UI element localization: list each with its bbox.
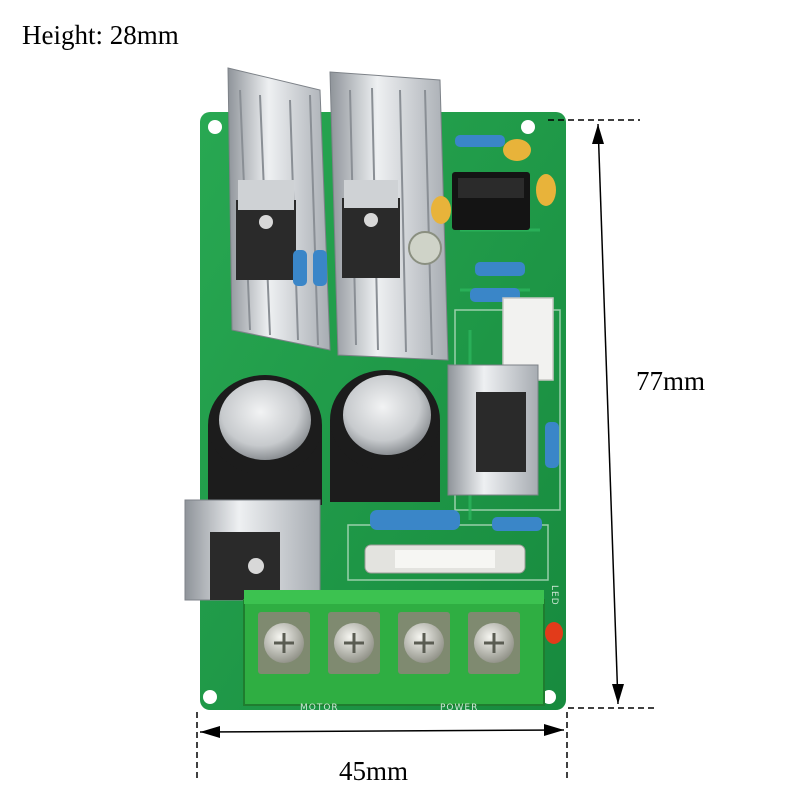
heatsink-bottom-left [184, 499, 321, 601]
mosfet [236, 200, 296, 280]
potentiometer [408, 231, 442, 265]
length-dimension-line [548, 119, 655, 709]
heatsink-small-right [447, 364, 539, 496]
power-marking: POWER [440, 703, 478, 713]
led-indicator [545, 622, 563, 644]
terminal-block [243, 590, 545, 706]
electrolytic-capacitor-left [208, 375, 322, 505]
width-dimension-line [196, 712, 568, 780]
width-dimension-label: 45mm [339, 756, 409, 786]
motor-marking: MOTOR [300, 703, 339, 713]
mosfet [342, 198, 400, 278]
heatsink-right [329, 71, 449, 361]
ic-chip [452, 172, 530, 230]
mount-hole [521, 120, 535, 134]
ceramic-capacitor [503, 139, 531, 161]
ceramic-capacitor [431, 196, 451, 224]
resistors [293, 135, 559, 531]
height-dimension-label: Height: 28mm [22, 20, 179, 50]
electrolytic-capacitor-right [330, 370, 440, 502]
mount-hole [208, 120, 222, 134]
fuse-holder [364, 544, 526, 574]
mount-hole [542, 690, 556, 704]
ceramic-capacitor [536, 174, 556, 206]
heatsink-left [227, 67, 331, 351]
led-marking: LED [549, 585, 559, 606]
length-dimension-label: 77mm [636, 366, 706, 396]
mount-hole [203, 690, 217, 704]
